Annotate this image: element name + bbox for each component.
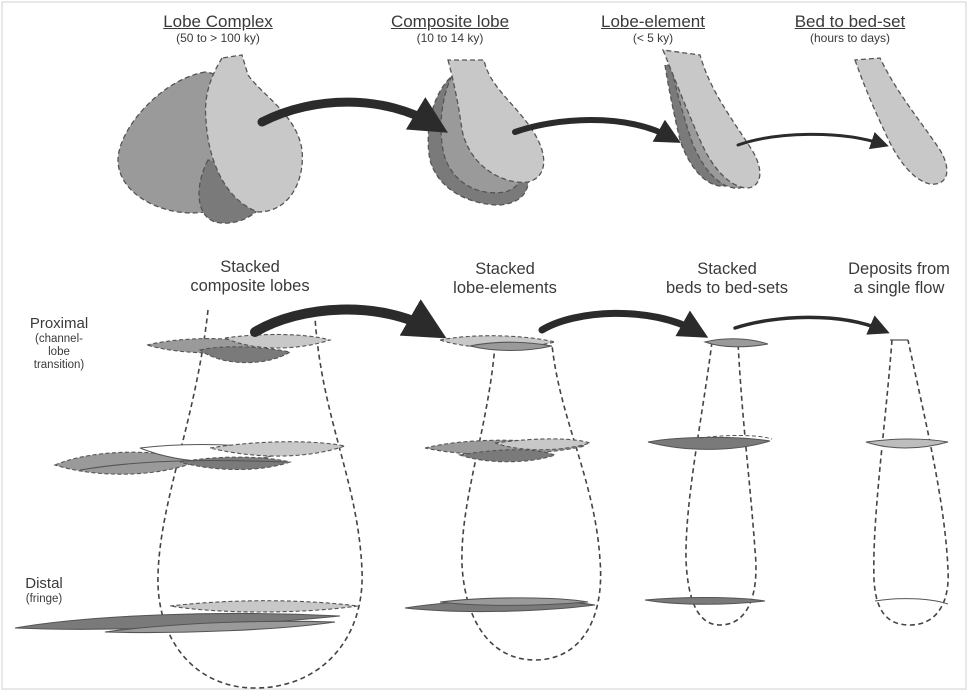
section-line2: lobe-elements (453, 279, 557, 297)
position-note: (fringe) (14, 593, 74, 606)
section-stacked-lobe-elements: Stacked lobe-elements (440, 260, 570, 298)
scale-title: Lobe Complex (163, 12, 273, 31)
arrow-stacked-elements-to-beds (542, 313, 698, 332)
section-line1: Stacked (220, 258, 280, 276)
composite-lobe-shape (428, 60, 544, 205)
position-note: transition) (14, 359, 104, 372)
section-line1: Stacked (697, 260, 757, 278)
position-label: Distal (14, 576, 74, 593)
column-stacked-lobe-elements (405, 336, 601, 660)
scale-title: Composite lobe (391, 12, 509, 31)
scale-title: Bed to bed-set (795, 12, 906, 31)
section-line1: Deposits from (848, 260, 950, 278)
scale-lobe-element: Lobe-element (< 5 ky) (588, 12, 718, 46)
arrow-lobe-element-to-bed (738, 134, 882, 145)
scale-lobe-complex: Lobe Complex (50 to > 100 ky) (138, 12, 298, 46)
section-line2: composite lobes (190, 277, 309, 295)
section-line1: Stacked (475, 260, 535, 278)
column-single-flow (866, 340, 948, 625)
column-stacked-beds (645, 339, 772, 625)
scale-time: (50 to > 100 ky) (138, 32, 298, 46)
position-note: (channel- (14, 333, 104, 346)
position-label: Proximal (14, 316, 104, 333)
section-line2: a single flow (854, 279, 945, 297)
arrow-stacked-composite-to-elements (255, 310, 432, 332)
lobe-element-shape (663, 50, 760, 188)
scale-bed-to-bed-set: Bed to bed-set (hours to days) (780, 12, 920, 46)
distal-label: Distal (fringe) (14, 576, 74, 606)
arrow-beds-to-single-flow (735, 317, 882, 330)
position-note: lobe (14, 346, 104, 359)
lobe-complex-shape (118, 55, 302, 223)
scale-time: (hours to days) (780, 32, 920, 46)
arrow-composite-to-lobe-element (515, 120, 672, 138)
scale-title: Lobe-element (601, 12, 705, 31)
bed-shape (855, 58, 947, 184)
section-stacked-composite-lobes: Stacked composite lobes (170, 258, 330, 296)
proximal-label: Proximal (channel- lobe transition) (14, 316, 104, 371)
scale-time: (10 to 14 ky) (375, 32, 525, 46)
section-line2: beds to bed-sets (666, 279, 788, 297)
scale-composite-lobe: Composite lobe (10 to 14 ky) (375, 12, 525, 46)
scale-time: (< 5 ky) (588, 32, 718, 46)
section-single-flow: Deposits from a single flow (836, 260, 962, 298)
section-stacked-beds: Stacked beds to bed-sets (662, 260, 792, 298)
